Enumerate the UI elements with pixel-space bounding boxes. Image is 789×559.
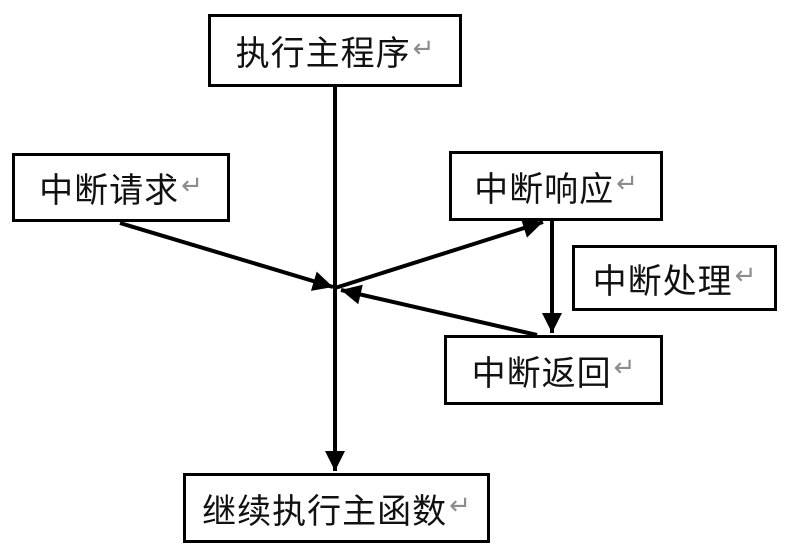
return-mark-icon: ↵ — [181, 170, 203, 201]
node-interrupt-response: 中断响应↵ — [449, 151, 663, 221]
node-interrupt-response-label: 中断响应 — [474, 171, 615, 209]
edge-request-to-junction — [119, 221, 334, 291]
return-mark-icon: ↵ — [616, 169, 638, 199]
node-execute-main-program: 执行主程序↵ — [208, 14, 462, 87]
node-interrupt-handling: 中断处理↵ — [572, 245, 777, 311]
node-interrupt-handling-label: 中断处理 — [592, 263, 733, 301]
node-execute-main-program-label: 执行主程序 — [235, 36, 411, 73]
return-mark-icon: ↵ — [734, 261, 757, 291]
node-continue-main-function-label: 继续执行主函数 — [202, 493, 448, 531]
node-interrupt-request: 中断请求↵ — [12, 153, 230, 222]
edge-junction-to-response — [334, 218, 544, 290]
node-continue-main-function: 继续执行主函数↵ — [183, 473, 490, 543]
node-interrupt-return-label: 中断返回 — [471, 355, 612, 393]
node-interrupt-return: 中断返回↵ — [444, 335, 663, 405]
return-mark-icon: ↵ — [412, 33, 435, 64]
edge-return-to-junction — [340, 284, 538, 337]
node-interrupt-request-label: 中断请求 — [39, 173, 180, 210]
return-mark-icon: ↵ — [613, 353, 636, 383]
return-mark-icon: ↵ — [449, 491, 471, 521]
